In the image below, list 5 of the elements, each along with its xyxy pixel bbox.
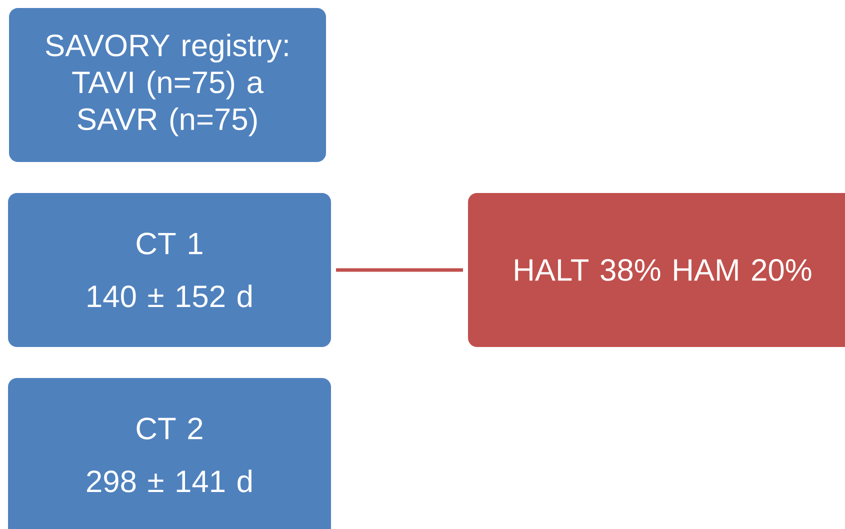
process-box: SAVORY registry: TAVI (n=75) a SAVR (n=75) (9, 8, 326, 162)
process-box: CT 1 140 ± 152 d (8, 192, 331, 347)
process-box: CT 2 298 ± 141 d (8, 378, 331, 529)
process-box: HALT 38% HAM 20% (468, 192, 845, 347)
connector-line (336, 268, 463, 272)
